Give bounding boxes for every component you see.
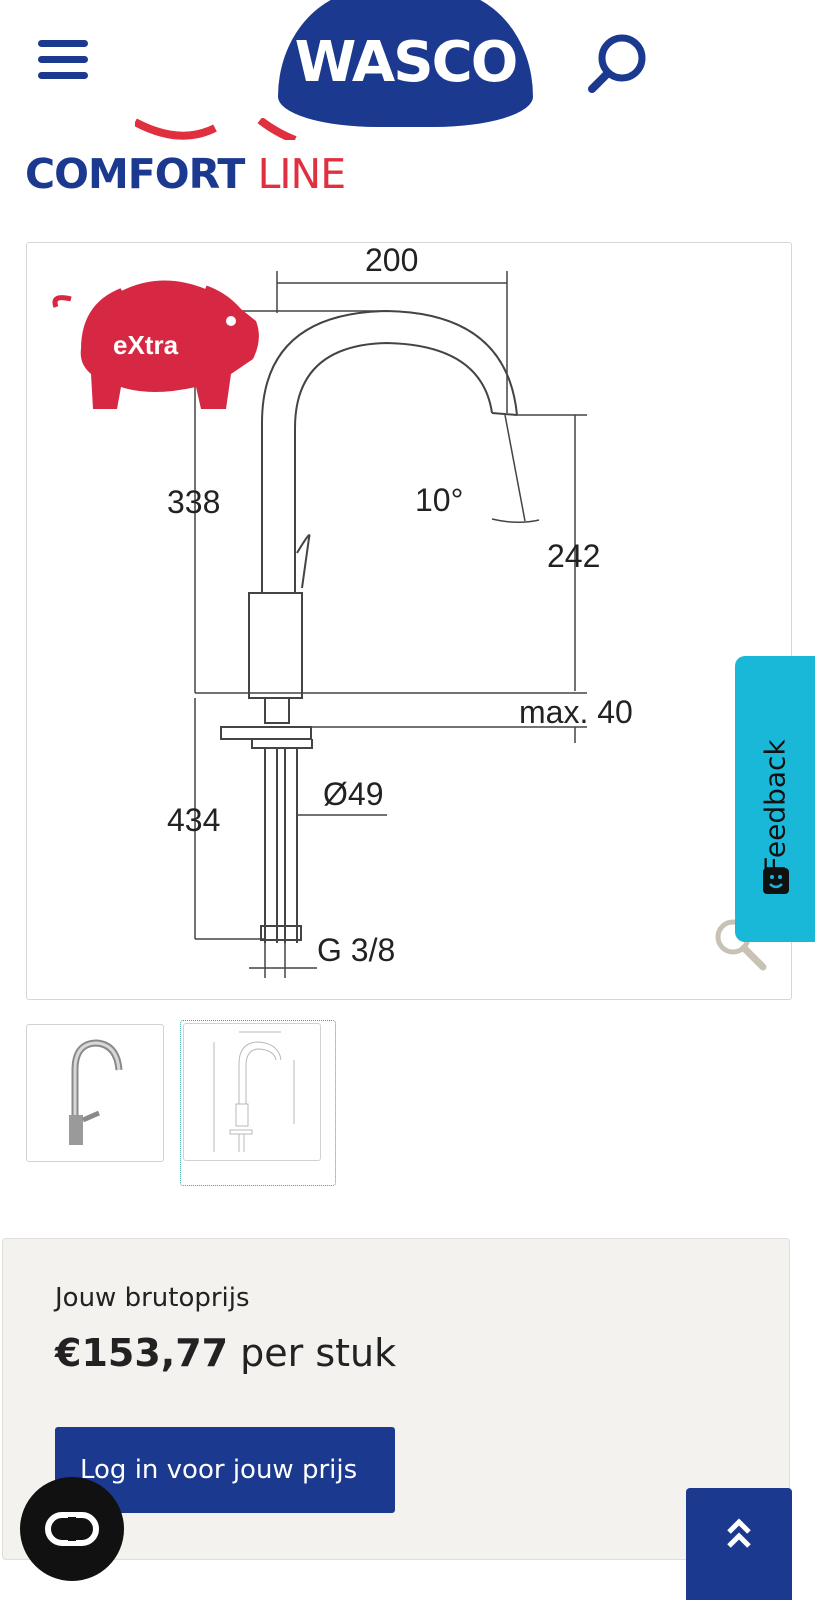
thumbnail-photo[interactable] [26,1024,164,1162]
technical-drawing: 200 338 10° 242 max. 40 Ø49 434 G 3/8 [167,243,633,978]
brand-swoosh [135,118,297,140]
dim-height-lower: 434 [167,802,220,838]
price-label: Jouw brutoprijs [55,1283,250,1313]
brand-word-comfort: COMFORT [25,150,245,198]
smiley-icon [763,868,789,894]
dim-spout-height: 242 [547,538,600,574]
thumbnail-drawing[interactable] [180,1020,336,1186]
dim-max-thickness: max. 40 [519,694,633,730]
product-main-image[interactable]: 200 338 10° 242 max. 40 Ø49 434 G 3/8 eX… [26,242,792,1000]
logo-text: WASCO [294,30,519,95]
dim-width-top: 200 [365,243,418,278]
price-amount: €153,77 [55,1331,229,1375]
brand-word-line: LINE [257,150,347,198]
chat-button[interactable] [20,1477,124,1581]
dim-angle: 10° [415,482,463,518]
wasco-logo[interactable]: WASCO [278,0,533,127]
dim-height-upper: 338 [167,484,220,520]
price-panel: Jouw brutoprijs €153,77 per stuk Log in … [2,1238,790,1560]
hamburger-icon[interactable] [38,40,88,86]
dim-diameter: Ø49 [323,776,383,812]
scroll-to-top-button[interactable] [686,1488,792,1600]
brand-comfort-line: COMFORT LINE [25,118,385,198]
double-chevron-up-icon [727,1518,751,1548]
search-icon[interactable] [582,30,652,100]
price-value: €153,77 per stuk [55,1331,396,1375]
feedback-tab[interactable]: Feedback [735,656,815,942]
faucet-thumbnail-image [69,1039,123,1145]
dim-connection: G 3/8 [317,932,395,968]
piggy-bank-badge: eXtra [52,276,259,409]
price-unit: per stuk [228,1331,397,1375]
brand-text: COMFORT LINE [25,150,347,198]
badge-text: eXtra [113,330,179,360]
feedback-label: Feedback [758,739,792,873]
co-icon [45,1512,99,1546]
thumbnail-drawing-frame [183,1023,321,1161]
site-header: WASCO [0,0,815,127]
drawing-thumbnail-image [213,1031,295,1152]
